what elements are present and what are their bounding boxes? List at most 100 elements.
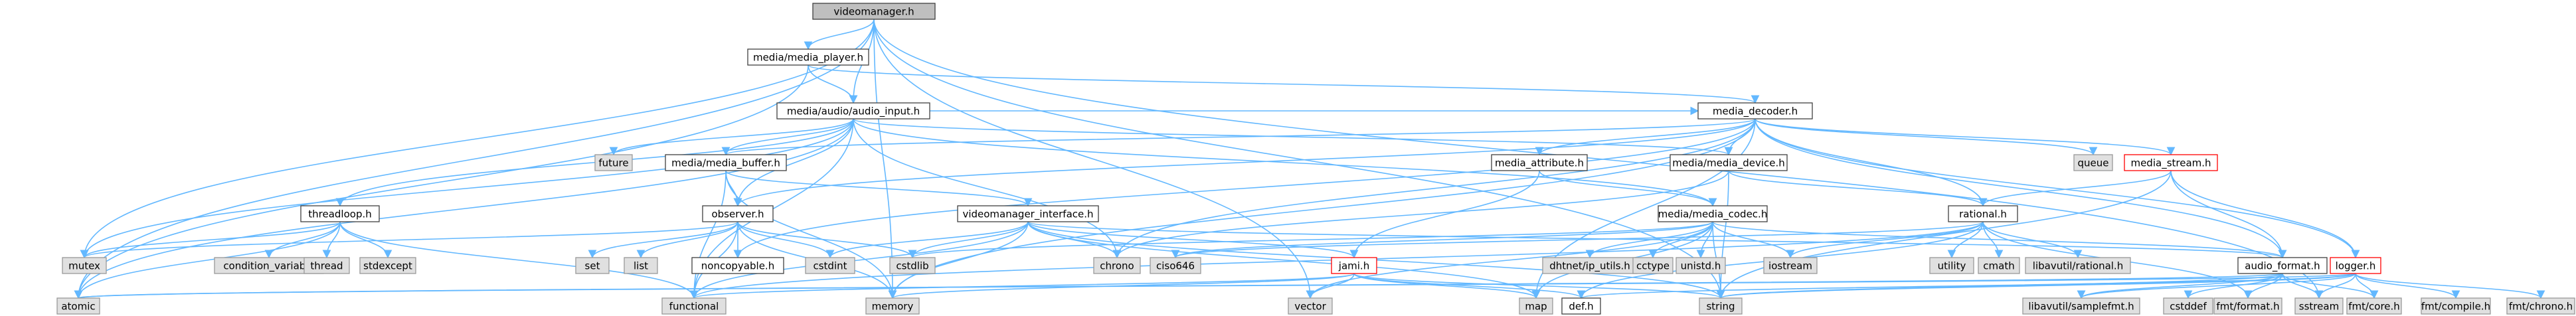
edge-n13-n39 (1306, 221, 1713, 299)
edge-n3-n34 (1755, 118, 2287, 259)
node-label: media/media_codec.h (1658, 208, 1768, 221)
edge-n14-n31 (1947, 221, 1984, 259)
node-box (2421, 297, 2491, 315)
node-label: mutex (68, 260, 100, 272)
node-rational-h[interactable]: rational.h (1948, 205, 2018, 222)
node-box (957, 205, 1099, 222)
node-threadloop-h[interactable]: threadloop.h (300, 205, 380, 222)
edge-n7-n42 (1716, 170, 1729, 299)
edge-n3-n38 (888, 118, 1756, 299)
edge-n11-n23 (737, 221, 917, 259)
node-label: functional (669, 301, 719, 313)
node-audio-format-h[interactable]: audio_format.h (2237, 257, 2328, 274)
node-noncopyable-h[interactable]: noncopyable.h (691, 257, 784, 274)
node-box (2124, 154, 2218, 171)
edge-n12-n38 (888, 221, 1029, 299)
edge-n3-n6 (1535, 118, 1756, 156)
edge-n10-n18 (339, 221, 392, 259)
node-chrono: chrono (1093, 257, 1141, 274)
node-box (1542, 257, 1638, 274)
edge-n35-n47 (2355, 273, 2379, 299)
node-label: media_decoder.h (1713, 106, 1798, 118)
node-cstdint: cstdint (805, 257, 855, 274)
edge-n11-n20 (636, 221, 738, 259)
node-label: future (598, 157, 628, 169)
node-memory: memory (865, 297, 920, 315)
node-box (2237, 257, 2328, 274)
node-observer-h[interactable]: observer.h (702, 205, 774, 222)
node-box (1519, 297, 1553, 315)
edge-n13-n25 (1171, 221, 1713, 259)
node-label: fmt/format.h (2216, 301, 2279, 313)
node-box (56, 297, 100, 315)
node-label: noncopyable.h (701, 260, 774, 272)
node-media-media-device-h[interactable]: media/media_device.h (1670, 154, 1788, 171)
node-jami-h[interactable]: jami.h (1331, 257, 1377, 274)
edge-n14-n32 (1982, 221, 2004, 259)
node-logger-h[interactable]: logger.h (2330, 257, 2381, 274)
node-label: audio_format.h (2245, 260, 2320, 273)
node-box (661, 297, 727, 315)
node-label: stdexcept (363, 260, 412, 272)
node-videomanager-h[interactable]: videomanager.h (812, 3, 936, 20)
node-label: string (1706, 301, 1735, 313)
edge-n26-n40 (1353, 273, 1541, 299)
edge-n9-n14 (1978, 170, 2172, 207)
node-label: logger.h (2336, 260, 2376, 272)
edge-n26-n37 (690, 273, 1355, 299)
node-media-media-buffer-h[interactable]: media/media_buffer.h (665, 154, 787, 171)
node-media-media-player-h[interactable]: media/media_player.h (747, 48, 869, 66)
node-label: condition_variable (223, 260, 314, 273)
edge-n11-n19 (588, 221, 738, 259)
node-videomanager-interface-h[interactable]: videomanager_interface.h (957, 205, 1099, 222)
node-label: dhtnet/ip_utils.h (1549, 260, 1630, 273)
edge-n26-n42 (1353, 273, 1725, 299)
node-label: cstdint (813, 260, 847, 272)
node-media-media-codec-h[interactable]: media/media_codec.h (1658, 205, 1768, 222)
node-queue: queue (2073, 154, 2113, 171)
node-box (1948, 205, 2018, 222)
edge-n6-n13 (1539, 170, 1717, 207)
node-cmath: cmath (1978, 257, 2020, 274)
edge-n0-n36 (74, 19, 875, 299)
node-label: sstream (2299, 301, 2339, 313)
node-label: media/media_device.h (1672, 157, 1785, 170)
node-atomic: atomic (56, 297, 100, 315)
node-label: fmt/core.h (2348, 301, 2400, 313)
edge-n5-n38 (725, 170, 897, 299)
edge-n10-n37 (339, 221, 699, 299)
node-box (1763, 257, 1818, 274)
node-label: vector (1294, 301, 1326, 313)
node-box (702, 205, 774, 222)
edge-n0-n39 (873, 19, 1315, 299)
node-box (691, 257, 784, 274)
node-def-h[interactable]: def.h (1561, 297, 1601, 315)
node-box (812, 3, 936, 20)
edge-n0-n1 (804, 19, 875, 50)
edge-n10-n17 (322, 221, 341, 259)
node-label: fmt/compile.h (2421, 301, 2490, 313)
edge-n35-n43 (2077, 273, 2356, 299)
node-box (665, 154, 787, 171)
node-vector: vector (1288, 297, 1333, 315)
node-fmt-core-h: fmt/core.h (2346, 297, 2402, 315)
node-label: queue (2078, 157, 2109, 169)
node-media-attribute-h[interactable]: media_attribute.h (1491, 154, 1588, 171)
node-box (1561, 297, 1601, 315)
node-dhtnet-ip-utils-h: dhtnet/ip_utils.h (1542, 257, 1638, 274)
edge-n2-n5 (721, 118, 854, 156)
node-box (1632, 257, 1674, 274)
node-label: media/audio/audio_input.h (787, 106, 920, 118)
node-label: unistd.h (1681, 260, 1721, 272)
edge-n10-n16 (264, 221, 341, 259)
node-box (2213, 297, 2282, 315)
node-label: videomanager_interface.h (962, 208, 1093, 221)
node-label: list (634, 260, 648, 272)
node-label: set (585, 260, 600, 272)
node-media-audio-audio-input-h[interactable]: media/audio/audio_input.h (776, 102, 930, 119)
node-box (1929, 257, 1974, 274)
node-label: cmath (1983, 260, 2014, 272)
node-media-decoder-h[interactable]: media_decoder.h (1697, 102, 1813, 119)
node-media-stream-h[interactable]: media_stream.h (2124, 154, 2218, 171)
